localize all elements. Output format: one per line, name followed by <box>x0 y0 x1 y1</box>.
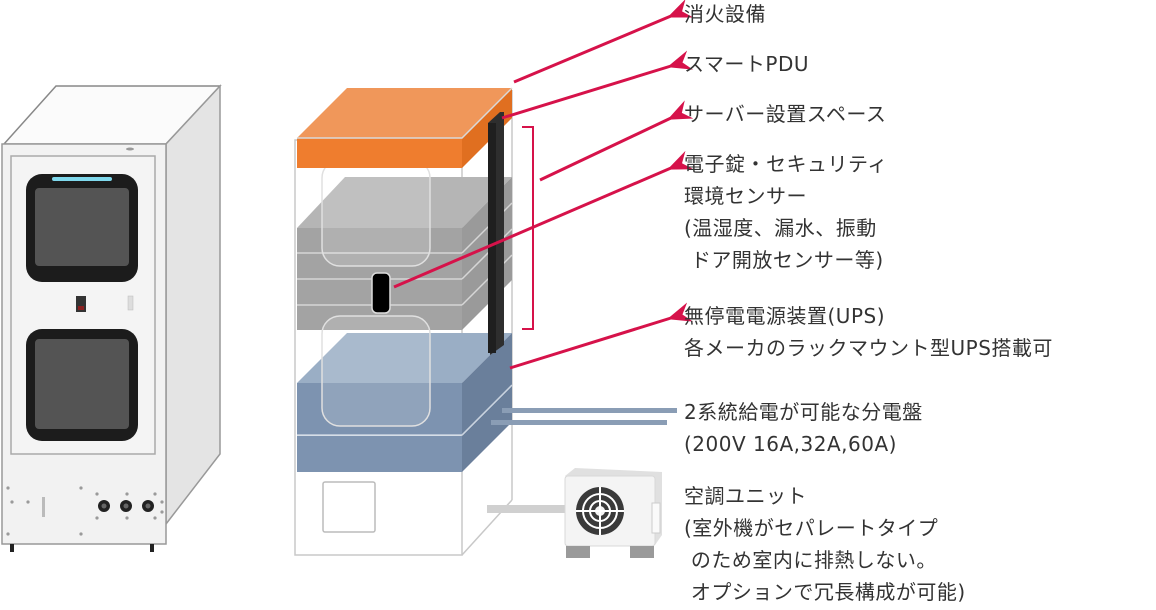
label-fire-suppression: 消火設備 <box>684 2 766 26</box>
door-window-upper <box>321 159 431 267</box>
door-window-lower <box>321 315 431 427</box>
outdoor-aircon-unit <box>564 468 662 558</box>
arrow-sensor <box>393 150 694 289</box>
aircon-pipe <box>487 505 565 513</box>
rack-photo <box>0 84 225 564</box>
aircon-compartment <box>322 481 376 533</box>
door-lock-icon <box>76 296 86 312</box>
fire-suppression-block <box>297 87 513 168</box>
bottom-slot <box>42 497 45 517</box>
electronic-lock <box>371 272 391 314</box>
rack-photo-drawing <box>1 84 222 552</box>
upper-window-glass <box>35 188 129 266</box>
cable-ports <box>98 500 154 512</box>
ups-block <box>297 333 513 472</box>
rack-foot <box>150 544 154 552</box>
label-smart-pdu: スマートPDU <box>684 52 809 76</box>
lower-window-glass <box>35 339 129 429</box>
rack-foot <box>10 544 14 552</box>
smart-pdu <box>488 112 504 355</box>
arrow-server <box>539 100 694 182</box>
rack-indicator <box>126 147 134 151</box>
arrow-ups <box>509 302 694 370</box>
lock-indicator <box>78 306 84 310</box>
bottom-panel-screws <box>6 486 164 536</box>
distribution-panel-lines <box>491 408 677 425</box>
arrow-fire <box>513 0 694 84</box>
led-strip <box>52 177 112 181</box>
label-security-sensors: 電子錠・セキュリティ 環境センサー (温湿度、漏水、振動 ドア開放センサー等) <box>684 152 888 272</box>
label-server-space: サーバー設置スペース <box>684 102 887 126</box>
label-aircon-unit: 空調ユニット (室外機がセパレートタイプ のため室内に排熱しない。 オプションで… <box>684 484 966 604</box>
arrow-pdu <box>501 50 694 120</box>
label-ups: 無停電電源装置(UPS) 各メーカのラックマウント型UPS搭載可 <box>684 304 1053 360</box>
door-handle <box>127 295 134 311</box>
label-distribution-panel: 2系統給電が可能な分電盤 (200V 16A,32A,60A) <box>684 400 923 456</box>
